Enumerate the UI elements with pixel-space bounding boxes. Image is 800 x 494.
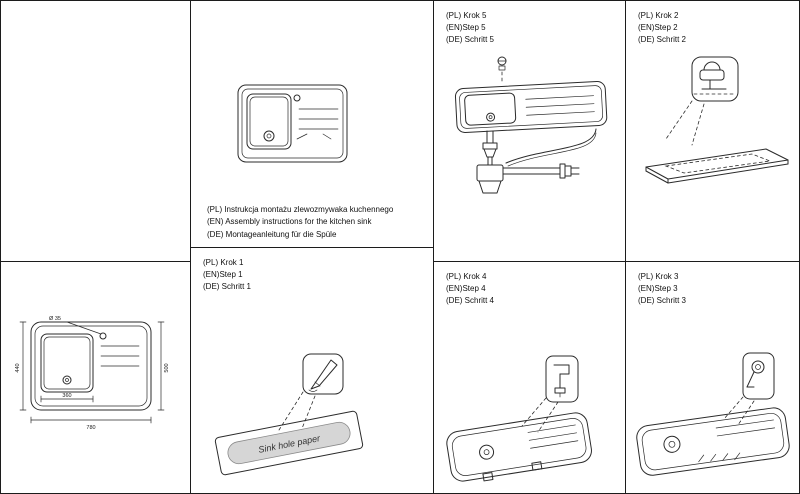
- dimension-drawing: Ø 35 440 500 360 780: [15, 316, 170, 431]
- step3-label: (PL) Krok 3 (EN)Step 3 (DE) Schritt 3: [638, 271, 686, 307]
- step3-label-pl: (PL) Krok 3: [638, 272, 679, 281]
- title-block: (PL) Instrukcja montażu zlewozmywaka kuc…: [207, 204, 393, 241]
- step1-label-de: (DE) Schritt 1: [203, 282, 252, 291]
- panel-blank: [0, 0, 191, 262]
- step1-label: (PL) Krok 1 (EN)Step 1 (DE) Schritt 1: [203, 257, 251, 293]
- step2-label-de: (DE) Schritt 2: [638, 35, 687, 44]
- right-dimension-label: 500: [164, 363, 170, 372]
- clamp-mounting-illustration: [446, 355, 592, 482]
- title-line-de: (DE) Montageanleitung für die Spüle: [207, 229, 337, 239]
- title-line-en: (EN) Assembly instructions for the kitch…: [207, 217, 372, 227]
- panel-dimensions: Ø 35 440 500 360 780: [0, 261, 191, 494]
- template-sheet-illustration: Sink hole paper: [214, 353, 364, 476]
- panel-step4: (PL) Krok 4 (EN)Step 4 (DE) Schritt 4: [433, 261, 626, 494]
- step5-label-de: (DE) Schritt 5: [446, 35, 495, 44]
- step5-label-pl: (PL) Krok 5: [446, 11, 487, 20]
- pencil-icon: [302, 353, 344, 395]
- left-dimension-label: 440: [15, 363, 21, 372]
- drain-assembly-illustration: [454, 56, 608, 194]
- panel-step1: (PL) Krok 1 (EN)Step 1 (DE) Schritt 1 Si…: [190, 247, 434, 494]
- step5-label: (PL) Krok 5 (EN)Step 5 (DE) Schritt 5: [446, 10, 494, 46]
- step2-label-en: (EN)Step 2: [638, 23, 678, 32]
- step4-label-en: (EN)Step 4: [446, 284, 486, 293]
- step4-label-de: (DE) Schritt 4: [446, 296, 495, 305]
- bottom-dimension-label: 780: [86, 425, 95, 431]
- sink-top-view-illustration: [237, 84, 348, 163]
- step3-label-de: (DE) Schritt 3: [638, 296, 687, 305]
- jigsaw-icon: [691, 56, 739, 102]
- step1-label-en: (EN)Step 1: [203, 270, 243, 279]
- inner-dimension-label: 360: [62, 393, 71, 399]
- step3-label-en: (EN)Step 3: [638, 284, 678, 293]
- step5-label-en: (EN)Step 5: [446, 23, 486, 32]
- panel-step3: (PL) Krok 3 (EN)Step 3 (DE) Schritt 3: [625, 261, 800, 494]
- cutout-board-illustration: [645, 56, 789, 184]
- step2-label: (PL) Krok 2 (EN)Step 2 (DE) Schritt 2: [638, 10, 686, 46]
- step4-label: (PL) Krok 4 (EN)Step 4 (DE) Schritt 4: [446, 271, 494, 307]
- step4-label-pl: (PL) Krok 4: [446, 272, 487, 281]
- panel-step2: (PL) Krok 2 (EN)Step 2 (DE) Schritt 2: [625, 0, 800, 262]
- hole-diameter-label: Ø 35: [49, 316, 61, 322]
- sealing-tape-illustration: [636, 352, 790, 476]
- panel-step5: (PL) Krok 5 (EN)Step 5 (DE) Schritt 5: [433, 0, 626, 262]
- step1-label-pl: (PL) Krok 1: [203, 258, 244, 267]
- sealant-tape-icon: [742, 352, 775, 400]
- panel-title: (PL) Instrukcja montażu zlewozmywaka kuc…: [190, 0, 434, 248]
- clamp-icon: [545, 355, 579, 403]
- step2-label-pl: (PL) Krok 2: [638, 11, 679, 20]
- title-line-pl: (PL) Instrukcja montażu zlewozmywaka kuc…: [207, 205, 394, 214]
